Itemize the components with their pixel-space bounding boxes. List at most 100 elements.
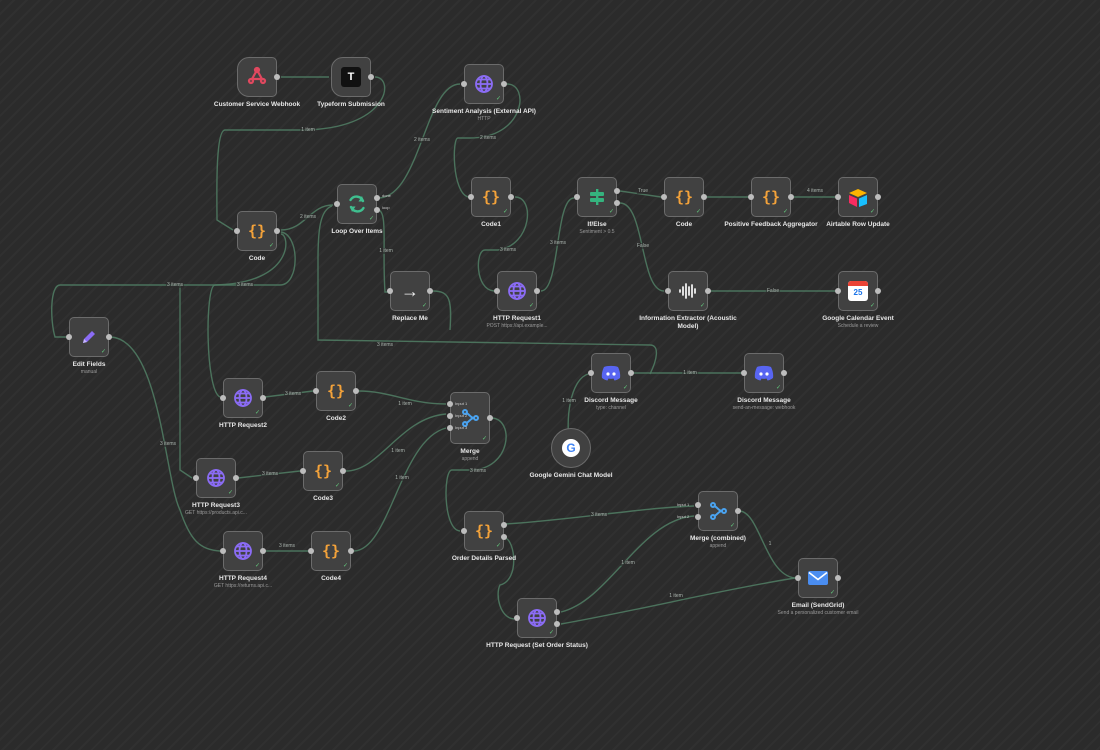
node-email-sendgrid[interactable]: ✓ Email (SendGrid)Send a personalized cu… — [778, 558, 858, 616]
node-http-request2[interactable]: ✓ HTTP Request2 — [219, 378, 267, 429]
output-port[interactable] — [368, 74, 374, 80]
output-port[interactable] — [875, 288, 881, 294]
node-customer-service-webhook[interactable]: Customer Service Webhook — [214, 57, 300, 108]
output-port[interactable] — [705, 288, 711, 294]
if-split-icon — [590, 189, 604, 205]
input-port-1[interactable] — [447, 401, 453, 407]
node-label: Google Gemini Chat Model — [529, 472, 613, 479]
output-port[interactable] — [788, 194, 794, 200]
input-port-3[interactable] — [447, 425, 453, 431]
success-check-icon: ✓ — [775, 385, 781, 391]
node-code-true-branch[interactable]: {} ✓ Code — [661, 177, 707, 228]
output-port[interactable] — [348, 548, 354, 554]
output-port[interactable] — [274, 228, 280, 234]
output-port-false[interactable] — [614, 200, 620, 206]
edge-label: 1 — [767, 541, 773, 547]
edge-label: 1 item — [620, 560, 636, 566]
output-port-done[interactable] — [374, 195, 380, 201]
input-port[interactable] — [300, 468, 306, 474]
output-port[interactable] — [501, 81, 507, 87]
input-port[interactable] — [234, 228, 240, 234]
input-port[interactable] — [494, 288, 500, 294]
output-port[interactable] — [534, 288, 540, 294]
node-sentiment-analysis[interactable]: ✓ Sentiment Analysis (External API)HTTP — [432, 64, 536, 122]
node-replace-me[interactable]: → ✓ Replace Me — [387, 271, 433, 322]
input-port[interactable] — [588, 370, 594, 376]
output-port-2[interactable] — [501, 534, 507, 540]
output-port[interactable] — [106, 334, 112, 340]
output-port-loop[interactable] — [374, 207, 380, 213]
output-port[interactable] — [260, 548, 266, 554]
output-port-1[interactable] — [501, 522, 507, 528]
input-port[interactable] — [514, 615, 520, 621]
input-port[interactable] — [220, 395, 226, 401]
input-port-2[interactable] — [447, 413, 453, 419]
input-port[interactable] — [835, 194, 841, 200]
node-loop-over-items[interactable]: done loop ✓ Loop Over Items — [331, 184, 391, 235]
output-port[interactable] — [781, 370, 787, 376]
input-port[interactable] — [795, 575, 801, 581]
output-port-true[interactable] — [614, 188, 620, 194]
node-code[interactable]: {} ✓ Code — [234, 211, 280, 262]
output-port[interactable] — [701, 194, 707, 200]
input-port[interactable] — [334, 201, 340, 207]
output-port[interactable] — [274, 74, 280, 80]
success-check-icon: ✓ — [254, 410, 260, 416]
output-port[interactable] — [427, 288, 433, 294]
output-port[interactable] — [628, 370, 634, 376]
output-port[interactable] — [260, 395, 266, 401]
webhook-icon — [247, 66, 267, 85]
output-port[interactable] — [353, 388, 359, 394]
input-port[interactable] — [308, 548, 314, 554]
output-port[interactable] — [340, 468, 346, 474]
node-code1[interactable]: {} ✓ Code1 — [468, 177, 514, 228]
node-information-extractor[interactable]: ✓ Information Extractor (Acoustic Model) — [639, 271, 737, 330]
input-port[interactable] — [313, 388, 319, 394]
edge-label: 1 item — [668, 593, 684, 599]
input-port[interactable] — [387, 288, 393, 294]
output-port[interactable] — [735, 508, 741, 514]
output-port-2[interactable] — [554, 621, 560, 627]
node-positive-feedback-aggregator[interactable]: {} ✓ Positive Feedback Aggregator — [724, 177, 818, 228]
input-port[interactable] — [66, 334, 72, 340]
input-port[interactable] — [574, 194, 580, 200]
node-airtable-row-update[interactable]: ✓ Airtable Row Update — [826, 177, 890, 228]
output-port[interactable] — [835, 575, 841, 581]
node-code4[interactable]: {} ✓ Code4 — [308, 531, 354, 582]
node-merge-combined[interactable]: Input 1 Input 2 ✓ Merge (combined)append — [677, 491, 746, 549]
output-port[interactable] — [487, 415, 493, 421]
node-typeform-submission[interactable]: T Typeform Submission — [317, 57, 385, 108]
input-port[interactable] — [665, 288, 671, 294]
input-port-2[interactable] — [695, 514, 701, 520]
output-port-1[interactable] — [554, 609, 560, 615]
input-port[interactable] — [661, 194, 667, 200]
node-google-gemini-chat-model[interactable]: G Google Gemini Chat Model — [529, 428, 613, 479]
node-code2[interactable]: {} ✓ Code2 — [313, 371, 359, 422]
input-port[interactable] — [461, 81, 467, 87]
node-order-details-parsed[interactable]: {} ✓ Order Details Parsed — [452, 511, 516, 562]
code-braces-icon: {} — [247, 222, 267, 240]
input-port[interactable] — [748, 194, 754, 200]
input-port[interactable] — [741, 370, 747, 376]
input-port-1[interactable] — [695, 502, 701, 508]
input-port[interactable] — [461, 528, 467, 534]
output-port[interactable] — [508, 194, 514, 200]
input-port[interactable] — [193, 475, 199, 481]
input-port[interactable] — [220, 548, 226, 554]
node-code3[interactable]: {} ✓ Code3 — [300, 451, 346, 502]
input-port[interactable] — [468, 194, 474, 200]
node-http-request-set-order-status[interactable]: ✓ HTTP Request (Set Order Status) — [486, 598, 588, 649]
output-port[interactable] — [233, 475, 239, 481]
input-port[interactable] — [835, 288, 841, 294]
output-port[interactable] — [875, 194, 881, 200]
